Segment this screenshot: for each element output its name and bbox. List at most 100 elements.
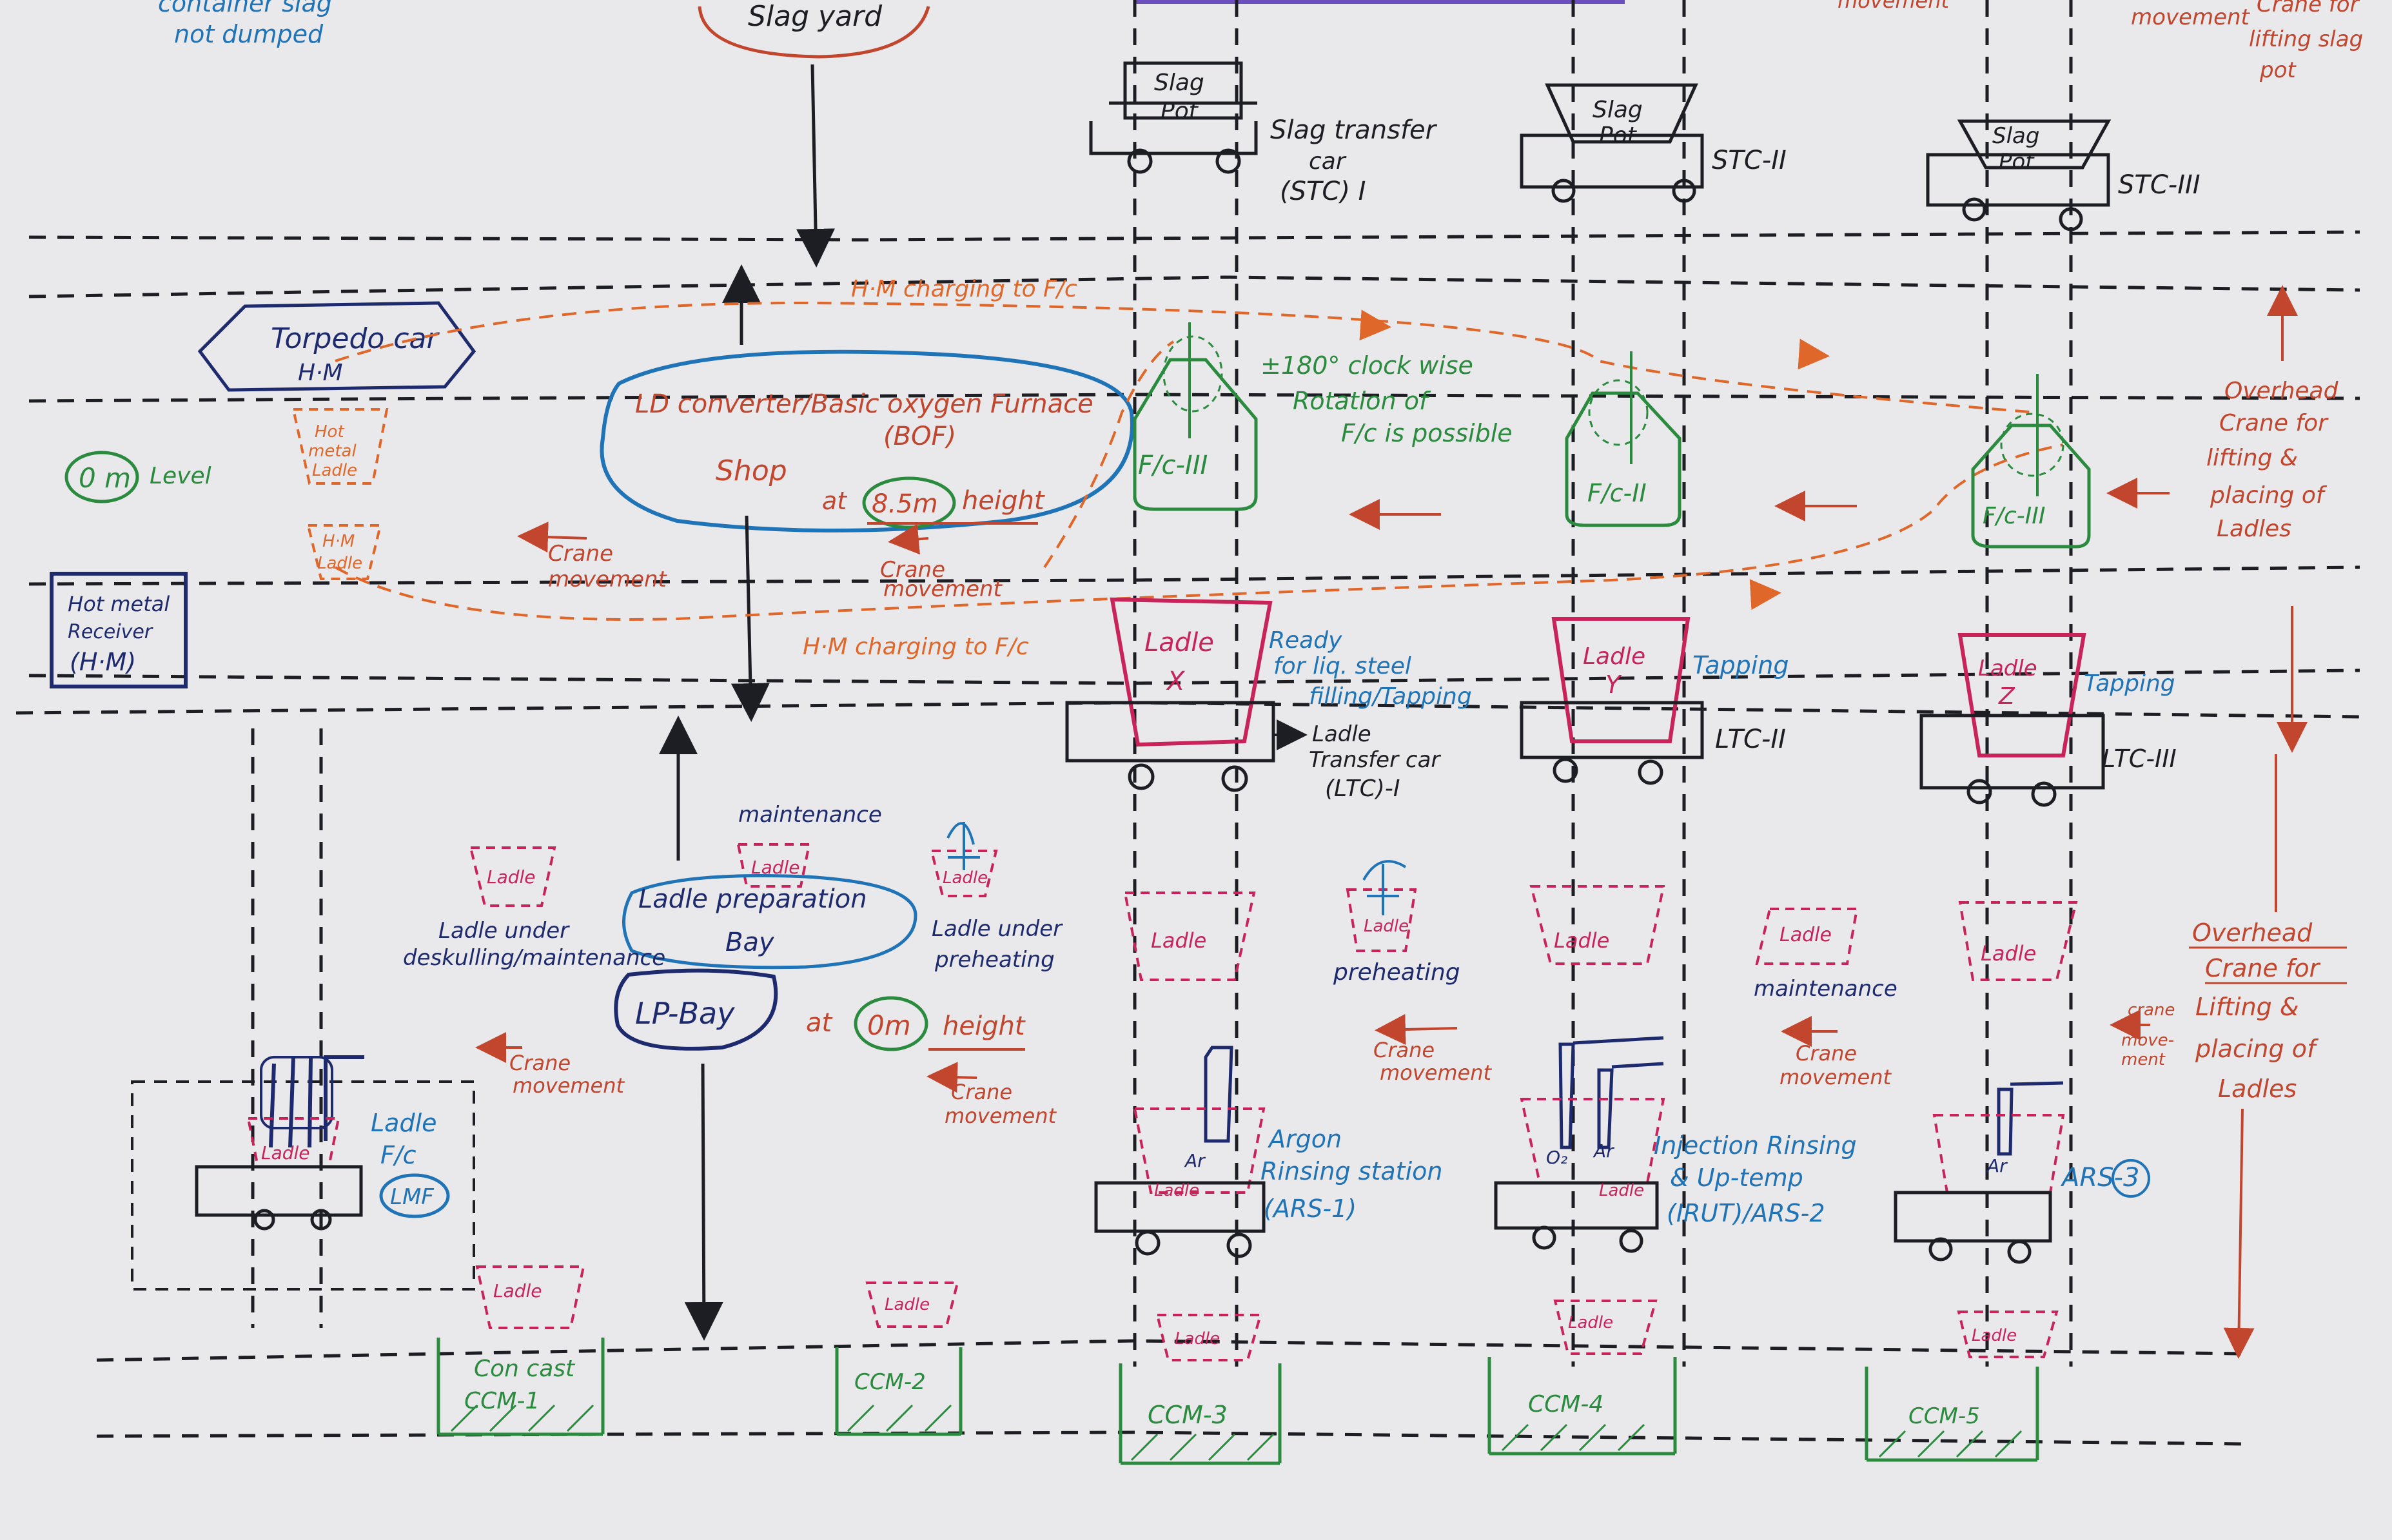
ladle-z-name: Ladle <box>1978 656 2037 681</box>
oc-top-1: Overhead <box>2224 378 2339 404</box>
ladle-x-note2: for liq. steel <box>1273 653 1411 679</box>
ladle-prep-bay: maintenance Ladle Ladle preparation Bay … <box>614 716 1026 1341</box>
crane-movements-upper: Crane movement Crane movement <box>517 478 2170 602</box>
irut-line2: & Up-temp <box>1670 1164 1803 1192</box>
ladle-x: Ladle X Ready for liq. steel filling/Tap… <box>1065 597 1472 802</box>
crane-lower-2b: movement <box>945 1104 1057 1128</box>
ladle-x-name: Ladle <box>1144 628 1214 658</box>
receiver-line3: (H·M) <box>70 648 136 676</box>
ladle-x-note1: Ready <box>1269 627 1342 654</box>
irut-station: O₂ Ar Ladle Injection Rinsing & Up-temp … <box>1494 1036 1857 1253</box>
ccm-3: CCM-3 <box>1119 1363 1282 1465</box>
ladle-preheating-bay: Ladle Ladle under preheating <box>930 822 1063 973</box>
hot-metal-receiver: Hot metal Receiver (H·M) <box>50 572 188 688</box>
prep-bay-line2: Bay <box>725 928 775 957</box>
bof-shop: LD converter/Basic oxygen Furnace (BOF) … <box>600 349 1134 532</box>
irut-ar-label: Ar <box>1593 1140 1614 1162</box>
ccm-5-label: CCM-5 <box>1908 1403 1980 1429</box>
slag-pot-2-pot: Pot <box>1599 122 1638 149</box>
argon-gas-label: Ar <box>1184 1150 1206 1171</box>
slag-yard: Slag yard <box>698 0 930 59</box>
ladle-preheat-mid-label: Ladle <box>1364 917 1409 936</box>
crane-lower-4b: movement <box>1779 1065 1892 1089</box>
rotation-line2: Rotation of <box>1293 387 1431 415</box>
slag-yard-label: Slag yard <box>748 0 883 33</box>
argon-line1: Argon <box>1267 1125 1342 1153</box>
crane-upper-2a: Crane <box>880 557 945 583</box>
ltc-2-label: LTC-II <box>1715 725 1786 754</box>
crane-lower-3a: Crane <box>1373 1038 1435 1062</box>
ladle-z-note: Tapping <box>2084 670 2175 697</box>
hml-line1: Hot <box>315 422 344 442</box>
lmf-label-1: Ladle <box>371 1109 437 1137</box>
crane-lower-1a: Crane <box>509 1051 571 1075</box>
lmf-label-2: F/c <box>380 1141 417 1169</box>
oc-bottom-4: placing of <box>2195 1035 2319 1063</box>
irut-o2-label: O₂ <box>1546 1147 1567 1168</box>
ltc-1-line1: Ladle <box>1312 721 1371 747</box>
ccm-2: CCM-2 <box>835 1347 963 1436</box>
ladle-y-name: Ladle <box>1583 643 1645 670</box>
lp-bay-short: LP-Bay <box>635 996 735 1031</box>
bay-line-7 <box>96 1339 2244 1362</box>
irut-line1: Injection Rinsing <box>1654 1131 1857 1160</box>
oc-bottom-5: Ladles <box>2218 1075 2297 1103</box>
corner-movement-top: movement <box>1838 0 1950 13</box>
corner-crane-line3: pot <box>2259 57 2297 83</box>
ccm-1-line2: CCM-1 <box>464 1388 540 1414</box>
furnace-1-label: F/c-III <box>1138 451 1208 480</box>
crane-side-3: ment <box>2121 1050 2166 1069</box>
bay-line-2 <box>28 275 2360 298</box>
ars3-label: ARS-3 <box>2060 1163 2139 1193</box>
argon-station: Ar Ladle Argon Rinsing station (ARS-1) <box>1094 1046 1442 1258</box>
ladle-x-tag: X <box>1166 667 1186 696</box>
bof-abbrev: (BOF) <box>883 422 956 451</box>
furnace-2: F/c-II <box>1565 351 1681 527</box>
ladle-y: Ladle Y Tapping LTC-II <box>1520 617 1789 785</box>
oc-bottom-2: Crane for <box>2205 954 2321 982</box>
oc-top-2: Crane for <box>2219 410 2329 436</box>
irut-line3: (IRUT)/ARS-2 <box>1667 1199 1825 1227</box>
crane-upper-2b: movement <box>883 576 1003 602</box>
crane-lower-4a: Crane <box>1796 1041 1857 1066</box>
slag-pot-1-word: Slag <box>1154 70 1204 96</box>
argon-line2: Rinsing station <box>1260 1157 1442 1185</box>
ccm-4-label: CCM-4 <box>1528 1391 1603 1418</box>
ccm2-ladle-label: Ladle <box>885 1295 930 1314</box>
preheating-label: preheating <box>1333 959 1460 986</box>
hm-charging-loop: H·M charging to F/c H·M charging to F/c <box>335 276 2064 660</box>
slag-pot-2: Slag Pot STC-II <box>1520 83 1787 203</box>
hot-metal-ladle: Hot metal Ladle <box>291 408 389 485</box>
deskull-line2: deskulling/maintenance <box>403 945 665 971</box>
ladle-mid-2-label: Ladle <box>1554 928 1609 953</box>
ccm-2-label: CCM-2 <box>854 1369 926 1395</box>
bay-line-1 <box>28 230 2360 242</box>
crane-lower-1b: movement <box>513 1073 625 1098</box>
ladle-mid-1-label: Ladle <box>1151 928 1206 953</box>
ccm-5: CCM-5 <box>1865 1367 2039 1462</box>
prep-bay-line1: Ladle preparation <box>638 884 867 914</box>
ladle-x-note3: filling/Tapping <box>1309 683 1472 710</box>
slag-pot-1: Slag Pot Slag transfer car (STC) I <box>1089 61 1438 206</box>
lmf-badge: LMF <box>390 1184 434 1210</box>
ltc-1-line3: (LTC)-I <box>1325 775 1400 802</box>
stc-1-line3: (STC) I <box>1280 177 1366 206</box>
ccm1-ladle-label: Ladle <box>493 1280 542 1301</box>
furnace-3-label: F/c-III <box>1983 503 2045 529</box>
oc-top-3: lifting & <box>2206 445 2298 471</box>
crane-lower-2a: Crane <box>951 1080 1012 1104</box>
slag-yard-arrow <box>796 64 836 268</box>
furnace-3: F/c-III <box>1971 374 2091 549</box>
ladle-preheating-mid: Ladle preheating <box>1333 860 1460 986</box>
ladle-z: Ladle Z Tapping LTC-III <box>1919 633 2177 807</box>
slag-pot-2-word: Slag <box>1593 97 1643 123</box>
crane-upper-1a: Crane <box>548 541 613 567</box>
hm-charging-top-label: H·M charging to F/c <box>851 276 1077 302</box>
purple-edge-marker <box>1135 0 1625 4</box>
preheat-line2: preheating <box>934 947 1055 973</box>
stc-1-line1: Slag transfer <box>1270 115 1438 145</box>
torpedo-sub: H·M <box>298 360 343 386</box>
overhead-crane-bottom: Overhead Crane for Lifting & placing of … <box>2189 754 2347 1359</box>
oc-bottom-3: Lifting & <box>2195 993 2299 1021</box>
